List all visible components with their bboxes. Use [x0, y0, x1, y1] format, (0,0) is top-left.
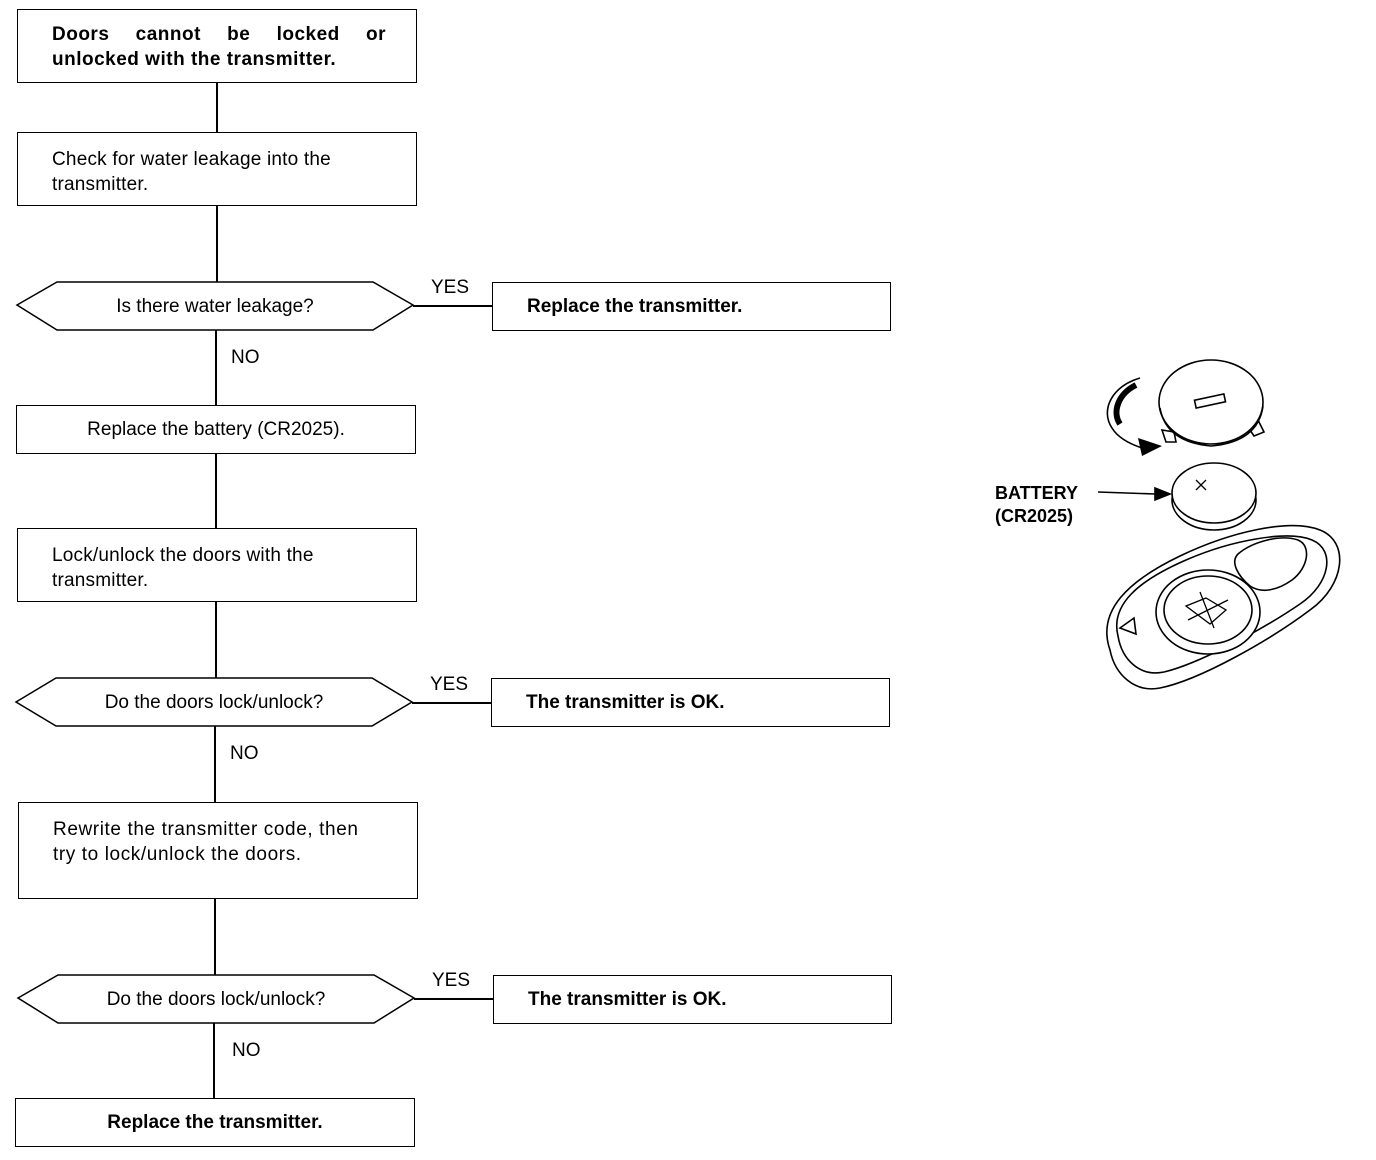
connector-yes	[413, 305, 493, 307]
battery-label-line1: BATTERY	[995, 483, 1078, 503]
connector-yes	[414, 998, 494, 1000]
decision-doors-1-text: Do the doors lock/unlock?	[104, 692, 324, 713]
result-ok-box-1: The transmitter is OK.	[491, 678, 890, 727]
battery-cover-icon	[1158, 359, 1266, 447]
step-rewrite-box: Rewrite the transmitter code, then try t…	[18, 802, 418, 899]
result-ok-box-2: The transmitter is OK.	[493, 975, 892, 1024]
step-replace-battery-box: Replace the battery (CR2025).	[16, 405, 416, 454]
connector	[213, 1023, 215, 1098]
battery-label-line2: (CR2025)	[995, 506, 1074, 526]
yes-label: YES	[431, 277, 470, 298]
result-replace-final-box: Replace the transmitter.	[15, 1098, 415, 1147]
connector	[215, 601, 217, 678]
decision-shape-doors-1	[14, 677, 414, 727]
connector	[214, 726, 216, 802]
result-replace-box-1: Replace the transmitter.	[492, 282, 891, 331]
no-label: NO	[230, 743, 259, 764]
connector	[216, 82, 218, 132]
connector	[215, 330, 217, 405]
no-label: NO	[231, 347, 260, 368]
rotate-arrow-icon	[1106, 377, 1162, 456]
callout-arrow-icon	[1097, 486, 1173, 502]
step-lock-unlock-box: Lock/unlock the doors with the transmitt…	[17, 528, 417, 602]
decision-shape-water	[15, 281, 415, 331]
connector	[214, 898, 216, 975]
decision-water-text: Is there water leakage?	[116, 296, 314, 317]
step-check-water-box: Check for water leakage into the transmi…	[17, 132, 417, 206]
decision-shape-doors-2	[16, 974, 416, 1024]
battery-callout-label: BATTERY (CR2025)	[995, 482, 1078, 528]
start-box: Doors cannot be locked or unlocked with …	[17, 9, 417, 83]
decision-doors-2-text: Do the doors lock/unlock?	[106, 989, 326, 1010]
connector	[215, 453, 217, 528]
connector	[216, 205, 218, 282]
yes-label: YES	[432, 970, 471, 991]
no-label: NO	[232, 1040, 261, 1061]
yes-label: YES	[430, 674, 469, 695]
connector-yes	[412, 702, 492, 704]
transmitter-body-icon	[1106, 524, 1341, 690]
coin-battery-icon	[1171, 462, 1257, 531]
